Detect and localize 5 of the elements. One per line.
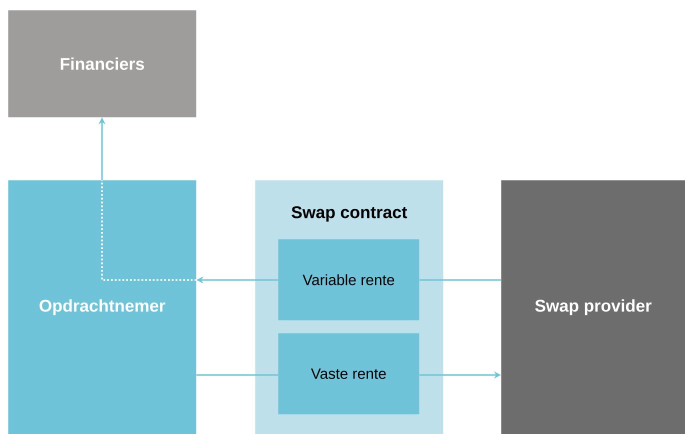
process-box: Vaste rente (278, 333, 420, 414)
process-box: Variable rente (278, 239, 420, 320)
process-box: Opdrachtnemer (8, 180, 196, 434)
process-box: Swap provider (501, 180, 685, 434)
process-box: Financiers (8, 10, 196, 118)
